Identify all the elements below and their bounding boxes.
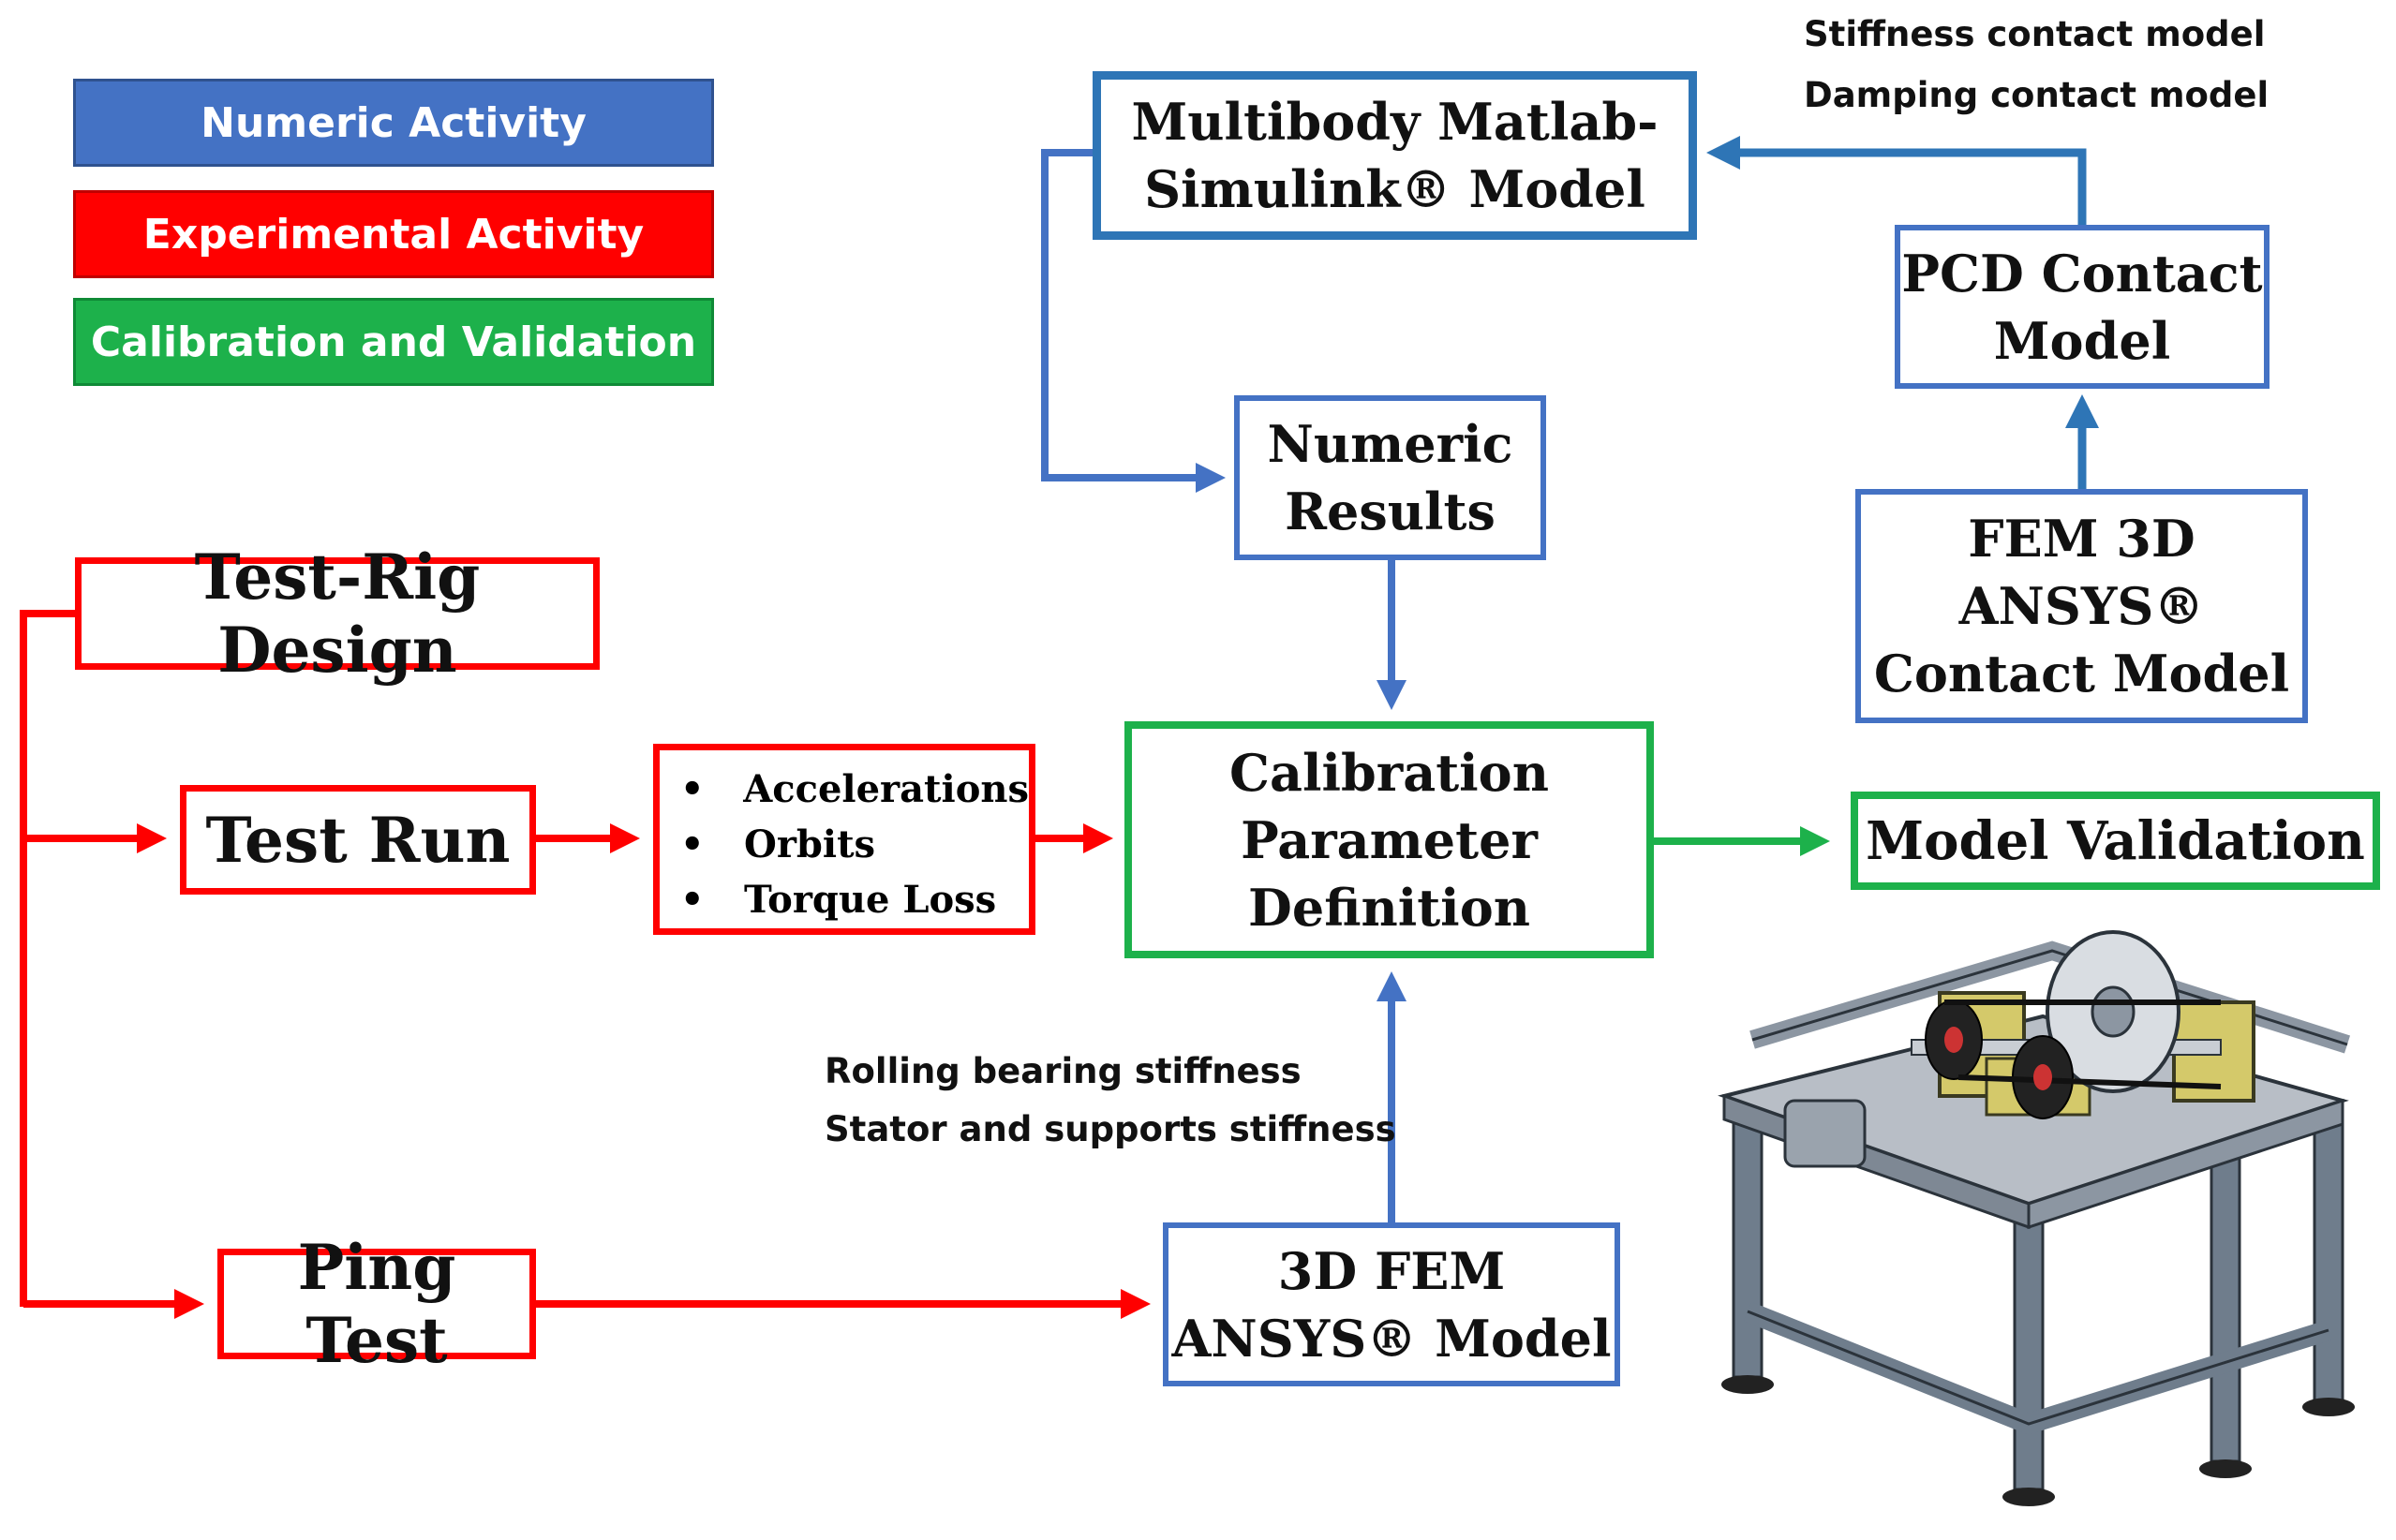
legend-numeric-activity: Numeric Activity xyxy=(73,79,714,167)
box-test-run: Test Run xyxy=(180,785,536,895)
box-calibration-parameter-definition: Calibration Parameter Definition xyxy=(1124,721,1654,958)
list-item: •Torque Loss xyxy=(680,878,997,922)
note-stator-supports-stiffness: Stator and supports stiffness xyxy=(825,1109,1396,1149)
list-item: •Accelerations xyxy=(680,767,1029,811)
note-rolling-bearing-stiffness: Rolling bearing stiffness xyxy=(825,1051,1302,1091)
box-multibody-model: Multibody Matlab- Simulink® Model xyxy=(1093,71,1697,240)
box-fem-3d-contact-model: FEM 3D ANSYS® Contact Model xyxy=(1855,489,2308,723)
box-numeric-results: Numeric Results xyxy=(1234,395,1546,560)
note-stiffness-contact-model: Stiffness contact model xyxy=(1804,14,2266,54)
arrow-multibody-to-results xyxy=(1041,149,1226,493)
test-rig-illustration xyxy=(1718,930,2355,1506)
box-test-rig-design: Test-Rig Design xyxy=(75,540,600,687)
legend-experimental-activity: Experimental Activity xyxy=(73,190,714,278)
box-ping-test: Ping Test xyxy=(217,1231,536,1377)
box-pcd-contact-model: PCD Contact Model xyxy=(1895,225,2270,389)
note-damping-contact-model: Damping contact model xyxy=(1804,75,2270,115)
arrow-pcd-to-multibody xyxy=(1706,136,2087,225)
legend-calibration-validation: Calibration and Validation xyxy=(73,298,714,386)
line-test-rig-feed xyxy=(20,610,75,1307)
list-item: •Orbits xyxy=(680,822,876,866)
box-model-validation: Model Validation xyxy=(1851,792,2380,890)
box-3d-fem-ansys-model: 3D FEM ANSYS® Model xyxy=(1163,1222,1620,1386)
box-measurements: •Accelerations •Orbits •Torque Loss xyxy=(653,744,1035,935)
